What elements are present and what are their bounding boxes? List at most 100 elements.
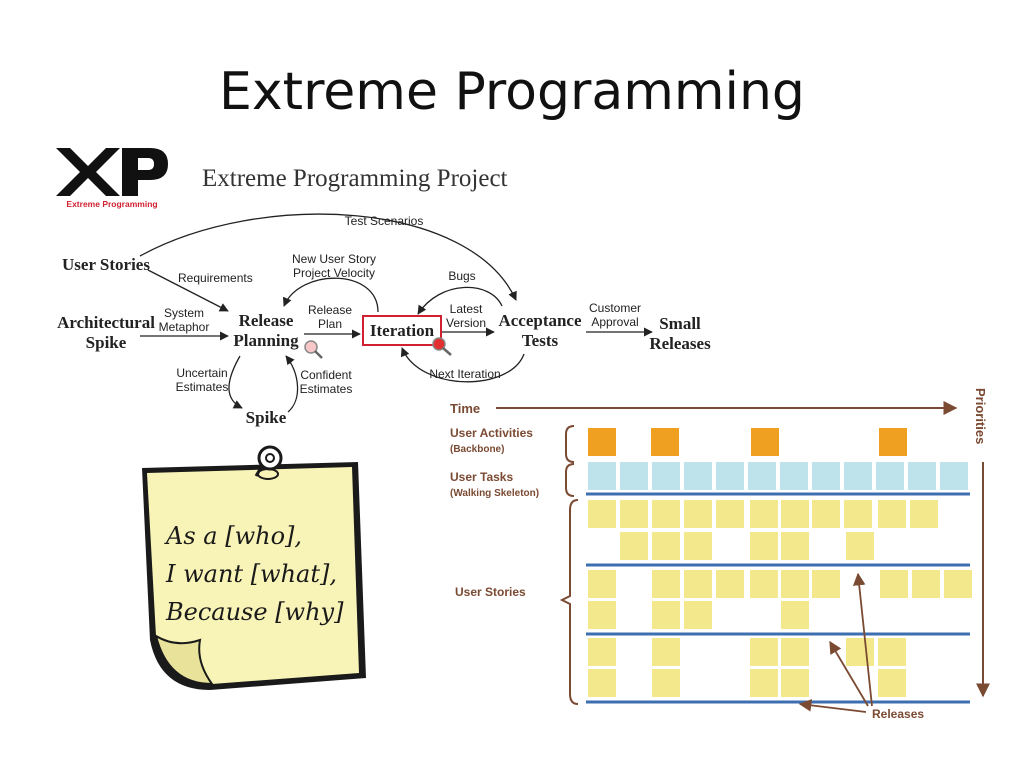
edge-test-scenarios: [139, 213, 517, 301]
story-card: [716, 500, 744, 528]
user-activities-label-1: User Activities: [450, 426, 533, 440]
node-iteration-box: [362, 315, 442, 346]
stories-bracket: [559, 499, 579, 705]
story-card: [588, 601, 616, 629]
story-card: [684, 601, 712, 629]
edge-bugs: [417, 286, 503, 315]
xp-logo: Extreme Programming: [54, 146, 170, 209]
story-card: [944, 570, 972, 598]
node-user-stories: User Stories: [62, 255, 150, 274]
story-card: [652, 601, 680, 629]
label-new-user-story-2: Project Velocity: [293, 266, 375, 280]
story-card: [880, 570, 908, 598]
label-system-metaphor-1: System: [164, 306, 204, 320]
node-architectural-spike-2: Spike: [86, 333, 127, 352]
task-card: [588, 462, 616, 490]
task-card: [716, 462, 744, 490]
edge-requirements: [147, 269, 229, 312]
pushpin-icon: [254, 445, 283, 480]
edge-next-iteration: [400, 347, 525, 383]
label-test-scenarios: Test Scenarios: [345, 214, 424, 228]
story-card: [910, 500, 938, 528]
task-card: [620, 462, 648, 490]
story-card: [716, 570, 744, 598]
label-uncertain-1: Uncertain: [176, 366, 227, 380]
node-small-releases-1: Small: [659, 314, 701, 333]
story-card: [750, 500, 778, 528]
story-band-2: [588, 570, 972, 629]
releases-label: Releases: [872, 707, 924, 721]
story-band-3: [588, 638, 906, 697]
task-card: [876, 462, 904, 490]
story-card: [878, 669, 906, 697]
story-card: [652, 669, 680, 697]
node-architectural-spike-1: Architectural: [57, 313, 155, 332]
story-card: [781, 638, 809, 666]
label-uncertain-2: Estimates: [176, 380, 229, 394]
label-release-plan-2: Plan: [318, 317, 342, 331]
task-card: [684, 462, 712, 490]
node-acceptance-tests-2: Tests: [522, 331, 559, 350]
node-release-planning-1: Release: [239, 311, 294, 330]
magnifier-icon: [432, 337, 452, 356]
task-card: [780, 462, 808, 490]
edge-new-user-story: [283, 277, 379, 313]
story-card: [684, 570, 712, 598]
task-card: [844, 462, 872, 490]
label-latest-version-1: Latest: [450, 302, 483, 316]
edge-uncertain-estimates: [228, 355, 243, 409]
release-pointer: [829, 640, 869, 707]
activities-bracket: [565, 425, 575, 463]
label-confident-2: Estimates: [300, 382, 353, 396]
story-card: [588, 638, 616, 666]
story-card: [652, 532, 680, 560]
story-card: [912, 570, 940, 598]
story-card: [684, 500, 712, 528]
xp-logo-x-icon: [56, 148, 120, 196]
user-stories-label: User Stories: [455, 585, 526, 599]
slide-title: Extreme Programming: [219, 62, 805, 122]
story-map: Time Priorities User Activities (Backbon…: [450, 388, 990, 721]
time-label: Time: [450, 401, 480, 416]
edge-confident-estimates: [285, 355, 299, 413]
xp-logo-p-icon: [122, 148, 168, 196]
label-latest-version-2: Version: [446, 316, 486, 330]
sticky-line-3: Because [why]: [165, 598, 344, 626]
story-card: [750, 570, 778, 598]
label-requirements: Requirements: [178, 271, 253, 285]
node-release-planning-2: Planning: [233, 331, 299, 350]
story-card: [620, 500, 648, 528]
magnifier-icon: [304, 340, 323, 359]
task-card: [940, 462, 968, 490]
label-release-plan-1: Release: [308, 303, 352, 317]
task-card: [652, 462, 680, 490]
story-card: [588, 669, 616, 697]
release-pointer: [852, 572, 873, 707]
node-acceptance-tests-1: Acceptance: [498, 311, 582, 330]
story-card: [781, 532, 809, 560]
story-card: [684, 532, 712, 560]
label-system-metaphor-2: Metaphor: [159, 320, 210, 334]
user-tasks-label-2: (Walking Skeleton): [450, 488, 539, 499]
user-activities-label-2: (Backbone): [450, 444, 504, 455]
story-card: [652, 638, 680, 666]
story-card: [588, 500, 616, 528]
story-card: [652, 570, 680, 598]
story-card: [620, 532, 648, 560]
label-new-user-story-1: New User Story: [292, 252, 376, 266]
sticky-line-1: As a [who],: [164, 522, 302, 550]
node-spike: Spike: [246, 408, 287, 427]
story-card: [844, 500, 872, 528]
sticky-line-2: I want [what],: [165, 560, 337, 588]
xp-logo-caption: Extreme Programming: [66, 199, 157, 209]
task-card: [748, 462, 776, 490]
story-card: [781, 570, 809, 598]
label-next-iteration: Next Iteration: [429, 367, 500, 381]
sticky-note: As a [who], I want [what], Because [why]: [142, 445, 366, 690]
story-card: [846, 638, 874, 666]
activity-card: [588, 428, 616, 456]
activity-card: [879, 428, 907, 456]
node-iteration: Iteration: [370, 321, 435, 340]
release-pointer: [798, 699, 867, 713]
